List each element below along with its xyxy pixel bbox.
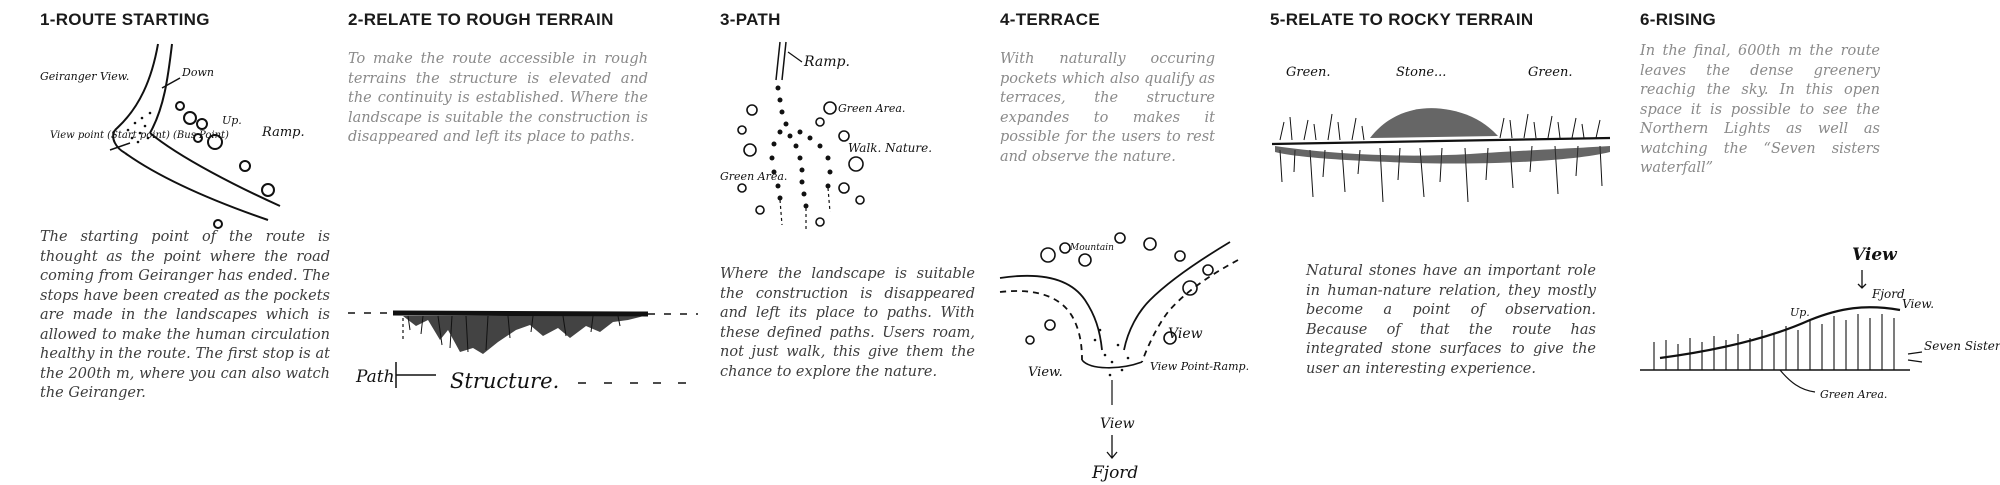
label-green-right: Green. xyxy=(1528,65,1573,80)
rising-sketch: View Fjord View. Up. Seven Sisters Water… xyxy=(1640,245,2000,401)
panel-description: Natural stones have an important role in… xyxy=(1306,263,1596,377)
label-stone: Stone... xyxy=(1396,65,1446,80)
label-ramp: Ramp. xyxy=(261,125,305,140)
route-starting-sketch: Geiranger View. Down View point (Start p… xyxy=(40,43,305,229)
rocky-terrain-sketch: Green. Stone... Green. xyxy=(1271,65,1611,203)
path-sketch: Ramp. Green Area. Walk. Nature. Green Ar… xyxy=(720,41,932,230)
panel-rough-terrain: 2-RELATE TO ROUGH TERRAIN To make the ro… xyxy=(348,0,698,485)
label-view-top: View xyxy=(1852,245,1898,265)
label-view-bottom: View xyxy=(1100,416,1135,432)
label-view-point: View point (Start point) (Bus Point) xyxy=(50,130,229,141)
label-green-area: Green Area. xyxy=(1820,388,1887,401)
label-mountain: Mountain xyxy=(1069,243,1114,253)
panel-title: 4-TERRACE xyxy=(1000,10,1100,29)
panel-rising: 6-RISING In the final, 600th m the route… xyxy=(1640,0,2000,485)
panel-title: 2-RELATE TO ROUGH TERRAIN xyxy=(348,10,614,29)
panel-terrace: 4-TERRACE With naturally occuring pocket… xyxy=(999,0,1255,485)
panel-title: 6-RISING xyxy=(1640,10,1717,29)
panel-description: With naturally occuring pockets which al… xyxy=(1000,51,1215,165)
label-structure: Structure. xyxy=(450,369,559,393)
label-fjord: Fjord xyxy=(1871,287,1905,301)
label-view-left: View. xyxy=(1028,365,1063,380)
panel-rocky-terrain: 5-RELATE TO ROCKY TERRAIN Green. Stone..… xyxy=(1270,0,1620,485)
panel-description: In the final, 600th m the route leaves t… xyxy=(1640,43,1880,176)
panel-description: The starting point of the route is thoug… xyxy=(40,229,330,401)
label-path: Path xyxy=(355,367,395,387)
rough-terrain-sketch: Path Structure. xyxy=(348,310,698,393)
label-fjord: Fjord xyxy=(1091,463,1138,483)
panel-route-starting: 1-ROUTE STARTING Geiranger View. Down Vi… xyxy=(40,0,330,485)
label-ramp: Ramp. xyxy=(803,54,850,70)
panel-title: 3-PATH xyxy=(720,10,781,29)
label-view-right: View xyxy=(1168,326,1203,342)
label-down: Down xyxy=(181,66,214,79)
label-seven-sisters: Seven Sisters Waterfall xyxy=(1924,339,2000,353)
terrace-sketch: Mountain View View. View Point-Ramp. Vie… xyxy=(999,232,1249,483)
label-green-area-right: Green Area. xyxy=(838,102,905,115)
panel-description: Where the landscape is suitable the cons… xyxy=(720,266,975,380)
label-up: Up. xyxy=(1790,306,1810,319)
label-walk-nature: Walk. Nature. xyxy=(848,141,932,155)
label-up: Up. xyxy=(222,114,242,127)
label-green-left: Green. xyxy=(1286,65,1331,80)
label-green-area-left: Green Area. xyxy=(720,170,787,183)
panel-description: To make the route accessible in rough te… xyxy=(348,51,648,145)
label-view-right: View. xyxy=(1902,297,1934,311)
panel-title: 5-RELATE TO ROCKY TERRAIN xyxy=(1270,10,1534,29)
label-geiranger-view: Geiranger View. xyxy=(40,70,129,83)
panel-title: 1-ROUTE STARTING xyxy=(40,10,210,29)
label-view-point-ramp: View Point-Ramp. xyxy=(1150,360,1249,373)
panel-path: 3-PATH Ramp. Green Area. Walk. Nature. G… xyxy=(720,0,982,485)
